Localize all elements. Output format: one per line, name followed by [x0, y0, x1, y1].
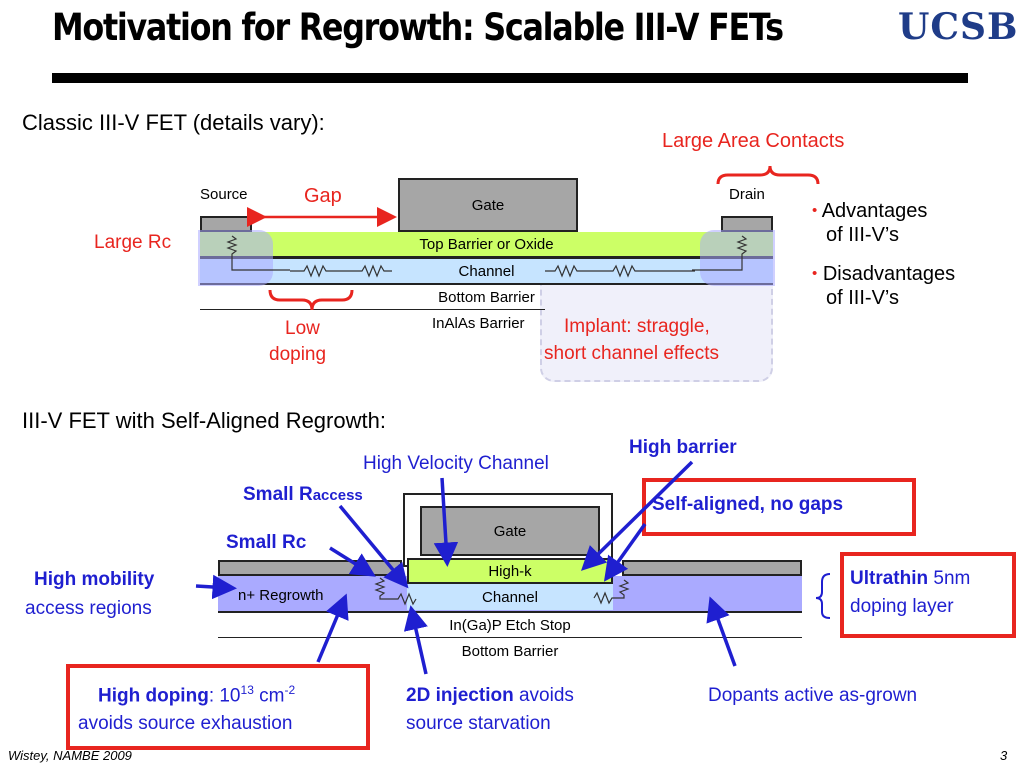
resistor-channel-right: [545, 264, 695, 278]
channel-label: Channel: [458, 262, 515, 280]
high-doping-rest2: cm: [253, 685, 285, 707]
bottom-barrier-layer-1: Bottom Barrier: [200, 285, 773, 309]
self-aligned-box: [642, 478, 916, 536]
injection-arrow: [403, 605, 428, 675]
ultrathin-box: [840, 552, 1016, 638]
small-raccess-sub: access: [312, 487, 363, 504]
implant-line2: short channel effects: [544, 343, 719, 364]
high-k-label: High-k: [488, 562, 532, 580]
dopants-arrow: [706, 596, 737, 667]
ultrathin-line2: doping layer: [850, 596, 954, 617]
title-divider: [52, 73, 968, 83]
drain-label: Drain: [729, 186, 765, 203]
dopants-label: Dopants active as-grown: [708, 685, 918, 706]
drain-contact-region: [700, 230, 775, 286]
injection-line2: source starvation: [406, 713, 551, 734]
bottom-barrier-label: Bottom Barrier: [438, 288, 535, 306]
gate-1: Gate: [398, 178, 578, 232]
high-velocity-channel-label: High Velocity Channel: [363, 453, 549, 474]
large-rc-label: Large Rc: [94, 232, 172, 253]
large-area-contacts-label: Large Area Contacts: [662, 130, 845, 152]
resistor-channel-left: [290, 264, 392, 278]
high-barrier-label: High barrier: [629, 437, 737, 458]
etch-stop-label: In(Ga)P Etch Stop: [449, 616, 571, 634]
contacts-brace: [716, 165, 820, 185]
high-doping-line2: avoids source exhaustion: [78, 713, 293, 734]
bullet-disadvantages: • Disadvantages of III-V’s: [812, 263, 956, 309]
gap-label: Gap: [304, 185, 342, 207]
small-raccess-arrow: [338, 504, 409, 589]
high-mobility-arrow: [195, 574, 237, 600]
footer-citation: Wistey, NAMBE 2009: [8, 748, 132, 763]
channel-bottom-line: [200, 283, 773, 285]
high-mobility-line2: access regions: [25, 598, 152, 619]
high-doping-rest1: : 10: [208, 685, 241, 707]
high-mobility-line1: High mobility: [34, 569, 155, 590]
etch-stop-line: [218, 611, 802, 613]
channel-layer-2: Channel: [407, 584, 613, 610]
injection-line1: 2D injection avoids: [406, 685, 574, 707]
resistor-drain-2: [593, 579, 630, 605]
top-barrier-layer: Top Barrier or Oxide: [200, 232, 773, 256]
injection-rest: avoids: [513, 685, 574, 706]
high-barrier-arrow: [581, 460, 694, 571]
page-title: Motivation for Regrowth: Scalable III-V …: [52, 6, 784, 49]
bottom-barrier-2-label: Bottom Barrier: [461, 642, 559, 660]
resistor-source-1: [226, 235, 290, 271]
resistor-source-2: [374, 577, 417, 606]
section2-heading: III-V FET with Self-Aligned Regrowth:: [22, 408, 386, 433]
ultrathin-brace: [815, 573, 831, 619]
gate-label: Gate: [471, 196, 505, 214]
ultrathin-rest: 5nm: [928, 568, 971, 589]
injection-bold: 2D injection: [406, 685, 514, 706]
source-label: Source: [200, 186, 248, 203]
high-doping-box: [66, 664, 370, 750]
ultrathin-line1: Ultrathin 5nm: [850, 568, 970, 590]
high-doping-arrow: [316, 593, 349, 663]
bullet-advantages-line1: Advantages: [821, 200, 928, 222]
section1-heading: Classic III-V FET (details vary):: [22, 110, 325, 135]
high-doping-line1: High doping: 1013 cm-2: [98, 683, 295, 707]
barrier-divider-line: [200, 309, 545, 310]
channel-2-label: Channel: [482, 588, 538, 606]
ultrathin-bold: Ultrathin: [850, 568, 929, 589]
ucsb-logo: UCSB: [898, 6, 1019, 48]
small-rc-label: Small Rc: [226, 532, 307, 553]
implant-line1: Implant: straggle,: [564, 316, 710, 337]
inalas-barrier-label: InAlAs Barrier: [432, 315, 525, 332]
self-aligned-arrow: [603, 522, 647, 582]
bullet-advantages: • Advantages of III-V’s: [812, 200, 928, 246]
high-velocity-arrow: [433, 477, 459, 567]
low-doping-line1: Low: [285, 318, 320, 339]
resistor-drain-1: [692, 235, 748, 271]
top-barrier-label: Top Barrier or Oxide: [419, 235, 554, 253]
high-doping-exp2: -2: [284, 683, 296, 697]
high-doping-bold: High doping: [98, 685, 209, 707]
bullet-advantages-line2: of III-V’s: [826, 224, 899, 246]
channel-top-line: [200, 256, 773, 259]
self-aligned-label: Self-aligned, no gaps: [652, 494, 844, 515]
bottom-barrier-layer-2: Bottom Barrier: [218, 638, 802, 664]
low-doping-brace: [268, 289, 354, 311]
bottom-barrier-line: [218, 637, 802, 638]
small-raccess-main: Small R: [243, 484, 313, 505]
gate-2-label: Gate: [493, 522, 527, 540]
high-doping-exp1: 13: [240, 683, 254, 697]
small-rc-arrow: [329, 546, 376, 577]
etch-stop-layer: In(Ga)P Etch Stop: [218, 613, 802, 637]
bullet-disadvantages-line2: of III-V’s: [826, 287, 899, 309]
bullet-disadvantages-line1: Disadvantages: [822, 263, 956, 285]
small-raccess-label: Small Raccess: [243, 484, 363, 506]
n-regrowth-label: n+ Regrowth: [238, 587, 324, 604]
low-doping-line2: doping: [269, 344, 327, 365]
page-number: 3: [1000, 748, 1008, 763]
